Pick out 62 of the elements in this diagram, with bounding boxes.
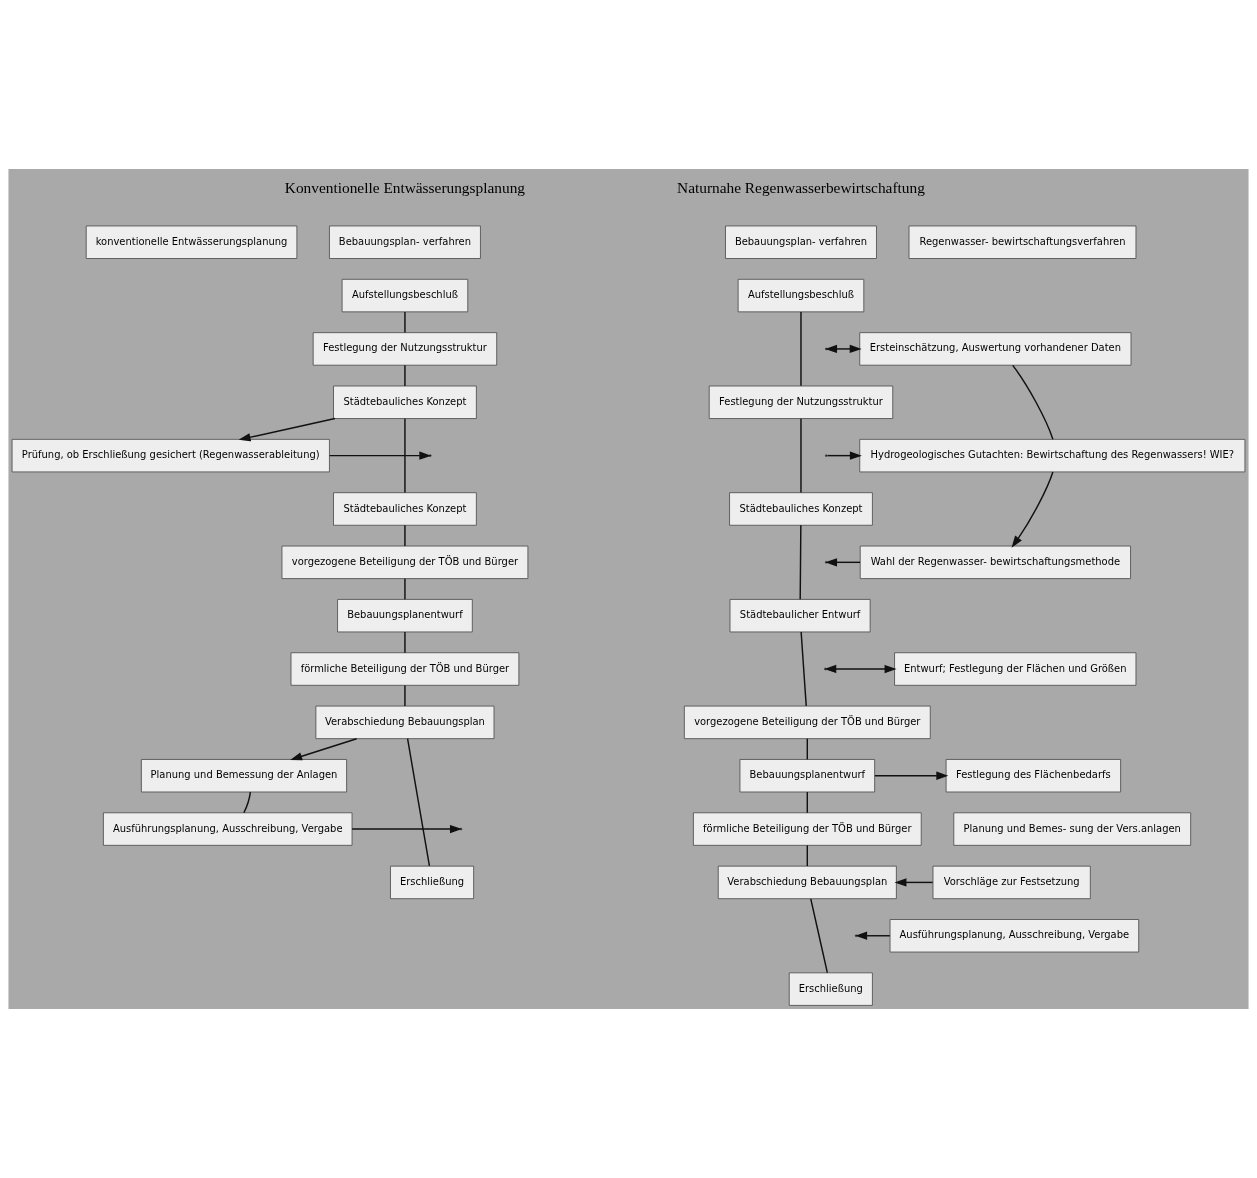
connector [404,417,406,494]
node-box: Wahl der Regenwasser- bewirtschaftungsmethode [859,545,1131,580]
connector [406,738,431,867]
arrow [290,738,358,761]
connector [404,577,406,601]
node-box: Planung und Bemessung der Anlagen [140,759,348,793]
connector [1012,364,1054,440]
node-box: förmliche Beteiligung der TÖB und Bürger [692,812,922,846]
label: Naturnahe Regenwasserbewirtschaftung [677,178,925,196]
node-box: Städtebauliches Konzept [333,385,477,419]
node-box: Festlegung der Nutzungsstruktur [312,332,498,366]
node-box: Regenwasser- bewirtschaftungsverfahren [908,225,1137,259]
node-box: Verabschiedung Bebauungsplan [315,705,495,740]
node-box: Ausführungsplanung, Ausschreibung, Vergabe [889,919,1140,953]
node-box: Verabschiedung Bebauungsplan [717,865,897,900]
node-box: Aufstellungsbeschluß [341,278,469,313]
arrow [824,664,897,674]
node-box: Erschließung [788,972,873,1006]
node-box: Vorschläge zur Festsetzung [932,865,1091,900]
connector [799,524,802,600]
connector [810,898,829,974]
node-box: Ausführungsplanung, Ausschreibung, Vergabe [102,812,353,846]
node-box: Städtebauliches Konzept [729,492,873,526]
node-box: Hydrogeologisches Gutachten: Bewirtschaftung des Regenwassers! WIE? [859,438,1246,473]
node-box: Bebauungsplanentwurf [337,598,473,633]
connector [404,631,406,654]
node-box: Planung und Bemes- sung der Vers.anlagen [953,812,1192,846]
node-box: Entwurf; Festlegung der Flächen und Größen [894,652,1137,686]
node-box: Festlegung des Flächenbedarfs [945,759,1122,793]
node-box: Bebauungsplanentwurf [739,759,876,793]
node-box: Städtebaulicher Entwurf [729,598,871,633]
connector [806,738,809,761]
node-box: Aufstellungsbeschluß [737,278,865,313]
arrow [1011,471,1054,548]
arrow [238,417,336,442]
connector [243,791,252,814]
node-box: vorgezogene Beteiligung der TÖB und Bürger [281,545,529,580]
arrow [328,451,432,460]
arrow [894,878,934,887]
arrow [825,558,861,567]
node-box: Prüfung, ob Erschließung gesichert (Regenwasserableitung) [11,438,330,473]
connector [404,524,406,547]
connector [404,311,406,334]
node-box: konventionelle Entwässerungsplanung [85,225,298,259]
connector [800,631,807,707]
arrow [826,451,862,460]
node-box: vorgezogene Beteiligung der TÖB und Bürger [683,705,931,740]
node-box: Erschließung [390,865,475,900]
node-box: Städtebauliches Konzept [333,492,477,526]
connector [404,364,406,387]
arrow [874,771,949,780]
connector [806,791,809,814]
node-box: förmliche Beteiligung der TÖB und Bürger [290,652,520,686]
node-box: Bebauungsplan- verfahren [329,225,481,259]
node-box: Festlegung der Nutzungsstruktur [708,385,894,419]
connector [800,417,802,494]
connector [800,311,802,387]
connector [806,844,809,867]
label: Konventionelle Entwässerungsplanung [284,178,526,196]
connector [404,684,406,707]
node-box: Ersteinschätzung, Auswertung vorhandener Daten [859,332,1132,366]
node-box: Bebauungsplan- verfahren [725,225,877,259]
